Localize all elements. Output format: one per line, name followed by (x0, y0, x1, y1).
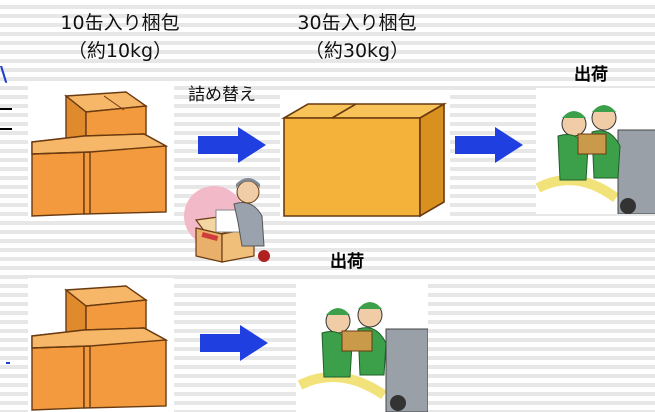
ship-label-top: 出荷 (574, 65, 608, 85)
box-stack-icon (28, 84, 174, 218)
arrow-icon-1 (198, 127, 266, 163)
large-pack-name: 30缶入り梱包 (297, 12, 417, 34)
left-edge-dash-1 (0, 108, 12, 110)
left-edge-fragment-top: \ (0, 62, 8, 86)
left-edge-tick-bottom (6, 362, 10, 364)
large-box-icon (280, 92, 450, 220)
left-edge-dash-2 (0, 128, 12, 130)
shipping-workers-icon (536, 88, 655, 214)
small-pack-name: 10缶入り梱包 (60, 12, 180, 34)
large-pack-weight: （約30kg） (304, 40, 410, 62)
repacking-worker-icon (182, 168, 277, 263)
arrow-icon-3 (200, 325, 268, 361)
ship-label-bottom: 出荷 (330, 252, 364, 272)
box-stack-icon-bottom (28, 278, 174, 412)
arrow-icon-2 (455, 127, 523, 163)
small-pack-weight: （約10kg） (67, 40, 173, 62)
repack-label: 詰め替え (188, 85, 256, 105)
shipping-workers-icon-bottom (296, 283, 428, 412)
